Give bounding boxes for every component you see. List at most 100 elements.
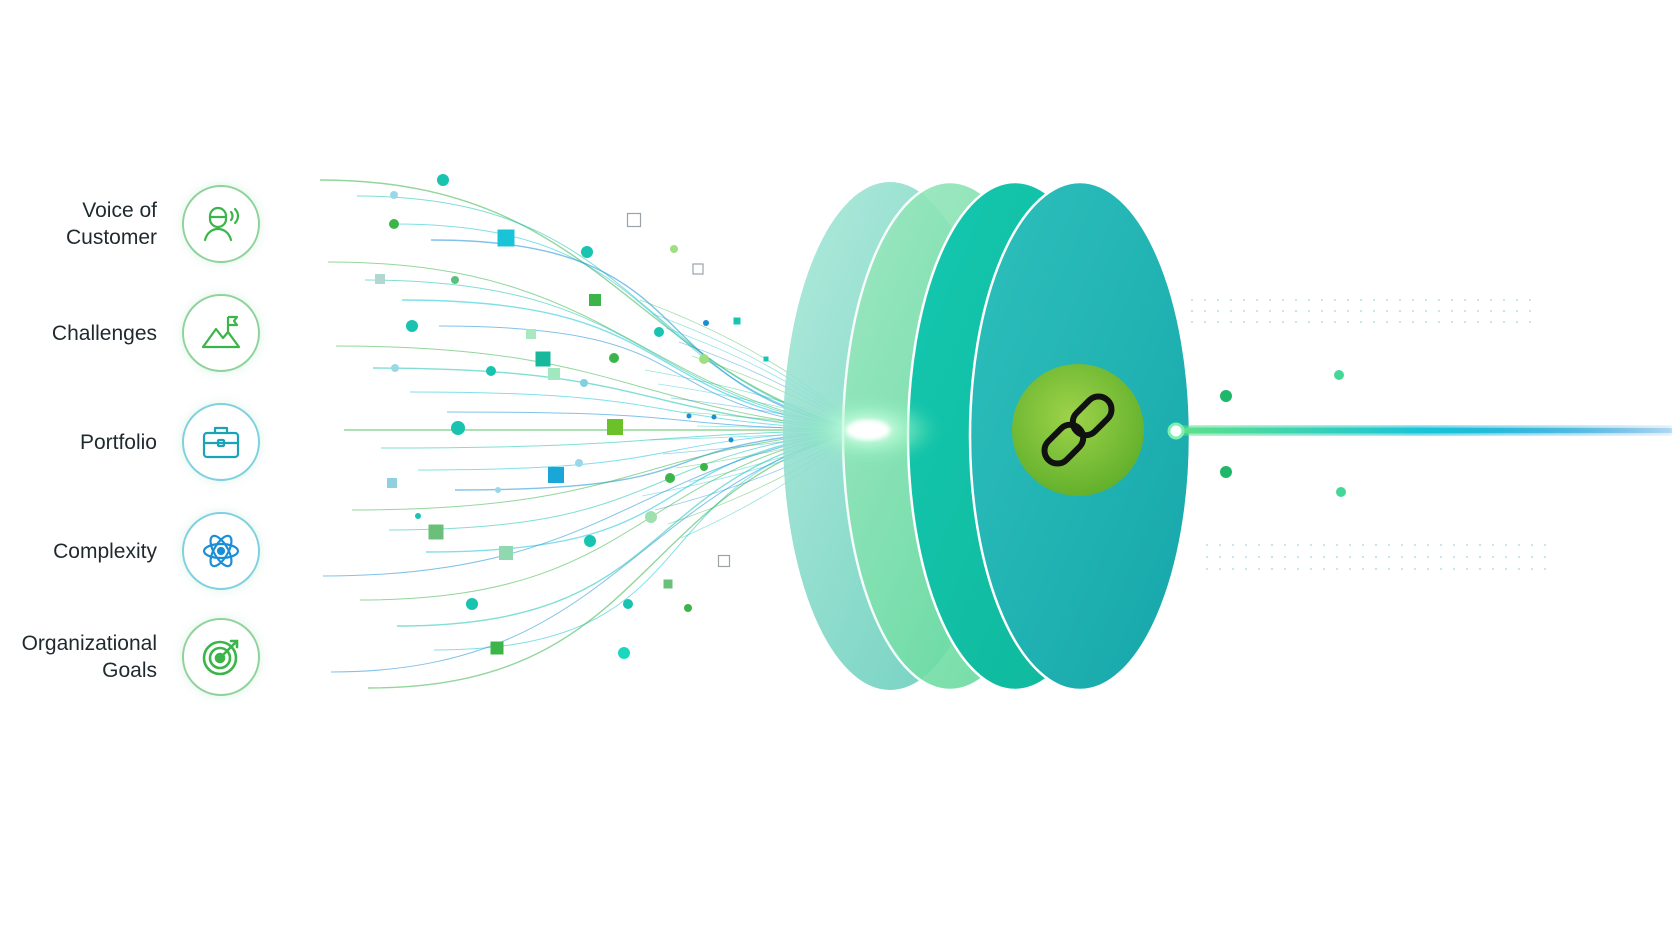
grid-dot [1490, 321, 1492, 323]
grid-dot [1531, 544, 1533, 546]
grid-dot [1399, 321, 1401, 323]
grid-dot [1295, 310, 1297, 312]
flow-curve [417, 429, 861, 471]
flow-square [548, 368, 560, 380]
flow-curve [401, 299, 861, 431]
grid-dot [1191, 310, 1193, 312]
input-label: Complexity [53, 539, 157, 563]
flow-dot [703, 320, 709, 326]
flow-dot [686, 413, 692, 419]
flow-curve [319, 179, 861, 431]
target-icon-badge [182, 618, 260, 696]
grid-dot [1531, 556, 1533, 558]
grid-dot [1336, 556, 1338, 558]
flow-curve [393, 223, 861, 431]
grid-dot [1271, 568, 1273, 570]
grid-dot [1440, 556, 1442, 558]
input-item-2: Portfolio [0, 397, 262, 487]
flow-curve [364, 279, 861, 431]
flow-dot [451, 276, 459, 284]
grid-dot [1479, 556, 1481, 558]
flow-dot [654, 327, 664, 337]
grid-dot [1206, 544, 1208, 546]
grid-dot [1243, 299, 1245, 301]
grid-dot [1386, 321, 1388, 323]
output-line-dot [1336, 487, 1346, 497]
grid-dot [1256, 321, 1258, 323]
flow-square [607, 419, 623, 435]
output-lines [1167, 370, 1672, 497]
output-dot-grid [1191, 299, 1546, 570]
flow-curve [330, 429, 861, 673]
grid-dot [1453, 544, 1455, 546]
grid-dot [1360, 310, 1362, 312]
grid-dot [1271, 544, 1273, 546]
grid-dot [1490, 299, 1492, 301]
flow-square [387, 478, 397, 488]
input-label: Portfolio [79, 430, 157, 454]
grid-dot [1477, 321, 1479, 323]
flow-curve [335, 345, 861, 431]
grid-dot [1386, 310, 1388, 312]
input-item-3: Complexity [0, 506, 262, 596]
input-stub-lines [282, 223, 470, 656]
grid-dot [1375, 556, 1377, 558]
grid-dot [1388, 568, 1390, 570]
flow-curve [327, 261, 861, 431]
grid-dot [1334, 321, 1336, 323]
grid-dot [1297, 544, 1299, 546]
grid-dot [1217, 321, 1219, 323]
flow-square [526, 329, 536, 339]
flow-curve [356, 195, 861, 431]
flow-square-outline [692, 263, 704, 275]
grid-dot [1206, 568, 1208, 570]
grid-dot [1349, 556, 1351, 558]
flow-curve [388, 429, 861, 531]
chain-link-badge [1012, 364, 1144, 496]
flow-square-outline [717, 554, 731, 568]
grid-dot [1401, 556, 1403, 558]
grid-dot [1492, 568, 1494, 570]
grid-dot [1479, 544, 1481, 546]
input-item-0: Voice of Customer [0, 179, 262, 269]
flow-curve [380, 429, 861, 449]
grid-dot [1427, 556, 1429, 558]
flow-dot [699, 354, 709, 364]
input-item-1: Challenges [0, 288, 262, 378]
grid-dot [1245, 568, 1247, 570]
flow-dot [575, 459, 583, 467]
grid-dot [1219, 568, 1221, 570]
person-speaking-icon [203, 206, 240, 242]
grid-dot [1230, 299, 1232, 301]
flow-curve [425, 429, 861, 553]
grid-dot [1412, 299, 1414, 301]
grid-dot [1438, 299, 1440, 301]
grid-dot [1425, 299, 1427, 301]
flow-curve [454, 429, 861, 491]
output-line-dot [1334, 370, 1344, 380]
grid-dot [1336, 544, 1338, 546]
grid-dot [1373, 299, 1375, 301]
flow-square [589, 294, 601, 306]
grid-dot [1256, 299, 1258, 301]
grid-dot [1334, 299, 1336, 301]
grid-dot [1256, 310, 1258, 312]
grid-dot [1310, 556, 1312, 558]
grid-dot [1362, 544, 1364, 546]
flow-dot [645, 511, 657, 523]
output-line-dot [1220, 466, 1232, 478]
input-label: Challenges [51, 321, 157, 345]
briefcase-icon [202, 426, 240, 459]
grid-dot [1308, 321, 1310, 323]
flow-markers [375, 174, 769, 659]
flow-square [663, 579, 673, 589]
flow-curve [446, 411, 861, 431]
grid-dot [1308, 299, 1310, 301]
grid-dot [1362, 556, 1364, 558]
grid-dot [1217, 299, 1219, 301]
grid-dot [1206, 556, 1208, 558]
grid-dot [1295, 299, 1297, 301]
grid-dot [1230, 310, 1232, 312]
flow-dot [495, 487, 501, 493]
